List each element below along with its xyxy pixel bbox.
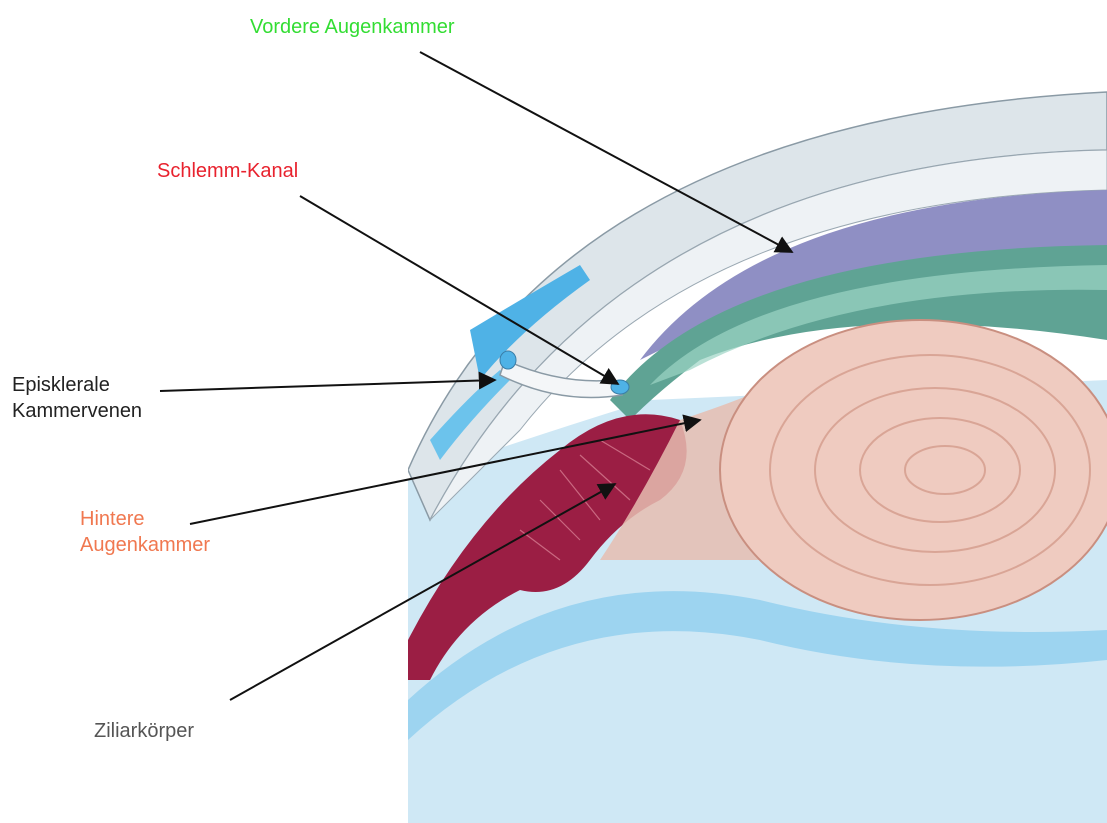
label-episklerale-kammervenen: Episklerale Kammervenen <box>12 372 142 424</box>
episcleral-vein-end <box>500 351 516 369</box>
label-episklerale-line2: Kammervenen <box>12 398 142 424</box>
label-hintere-line1: Hintere <box>80 506 210 532</box>
lens <box>720 320 1107 620</box>
label-schlemm-kanal: Schlemm-Kanal <box>157 158 298 184</box>
label-vordere-augenkammer: Vordere Augenkammer <box>250 14 455 40</box>
arrow-vordere-augenkammer <box>420 52 792 252</box>
label-hintere-line2: Augenkammer <box>80 532 210 558</box>
arrow-episklerale-kammervenen <box>160 380 495 391</box>
label-hintere-augenkammer: Hintere Augenkammer <box>80 506 210 558</box>
label-ziliarkoerper: Ziliarkörper <box>94 718 194 744</box>
label-episklerale-line1: Episklerale <box>12 372 142 398</box>
